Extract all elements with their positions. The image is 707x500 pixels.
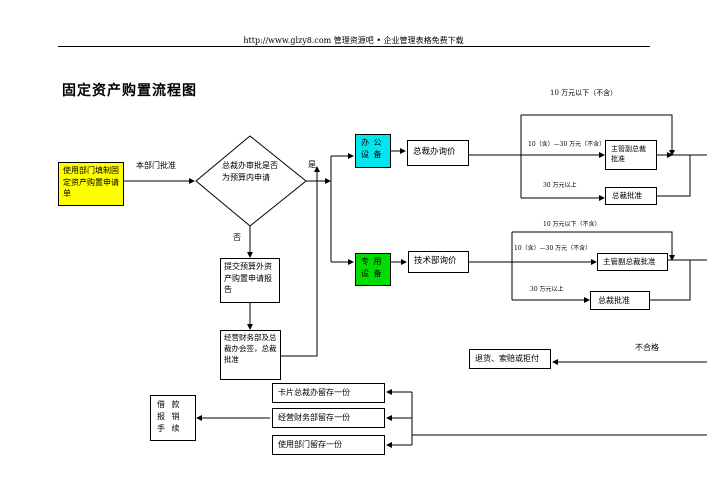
no-label: 否 [233,233,241,242]
extra-budget-box: 提交预算外资产购置申请报告 [220,258,280,303]
arrow-upper-below [521,114,675,156]
upper-below-label: 10 万元以下（不含） [550,89,618,97]
return-claim-box: 退货、索赔或拒付 [469,349,551,369]
office-inquiry-box: 总裁办询价 [407,140,469,166]
president-approve-upper-box: 总裁批准 [605,187,657,205]
lower-below-label: 10 万元以下（不含） [543,221,601,228]
header-divider [58,46,650,47]
dept-approve-label: 本部门批准 [136,161,176,170]
loan-reimburse-box: 借 款 报 销 手 续 [150,395,196,441]
lower-above-label: 30 万元以上 [530,286,564,293]
finance-copy-box: 经营财务部留存一份 [272,408,385,428]
unqualified-label: 不合格 [635,343,659,352]
arrow-finance-return [281,166,320,357]
finance-sign-box: 经营财务部及总裁办会签，总裁批准 [220,330,281,380]
tech-inquiry-box: 技术部询价 [408,251,469,273]
vp-approve-lower-box: 主管副总裁批准 [597,253,668,271]
vp-approve-upper-box: 主管副总裁批准 [605,140,657,170]
page-header: http://www.glzy8.com 管理资源吧 • 企业管理表格免费下载 [243,36,464,45]
page-title: 固定资产购置流程图 [62,83,197,99]
office-equipment-box: 办 公 设 备 [355,134,391,168]
president-approve-lower-box: 总裁批准 [590,291,650,310]
lower-range-label: 10（含）—30 万元（不含） [514,245,592,252]
line-pres-upper-out [657,154,691,197]
special-equipment-box: 专 用 设 备 [355,253,391,286]
decision-text: 总裁办审批是否为预算内申请 [222,161,278,182]
arrow-lower-below [512,231,675,261]
upper-above-label: 30 万元以上 [543,182,577,189]
upper-range-label: 10（含）—30 万元（不含） [528,141,606,148]
line-pres-lower-out [650,260,691,301]
start-application-box: 使用部门填制固定资产购置申请单 [58,162,124,206]
user-copy-box: 使用部门留存一份 [272,435,385,455]
card-copy-box: 卡片总裁办留存一份 [272,383,385,403]
yes-label: 是 [308,160,316,169]
